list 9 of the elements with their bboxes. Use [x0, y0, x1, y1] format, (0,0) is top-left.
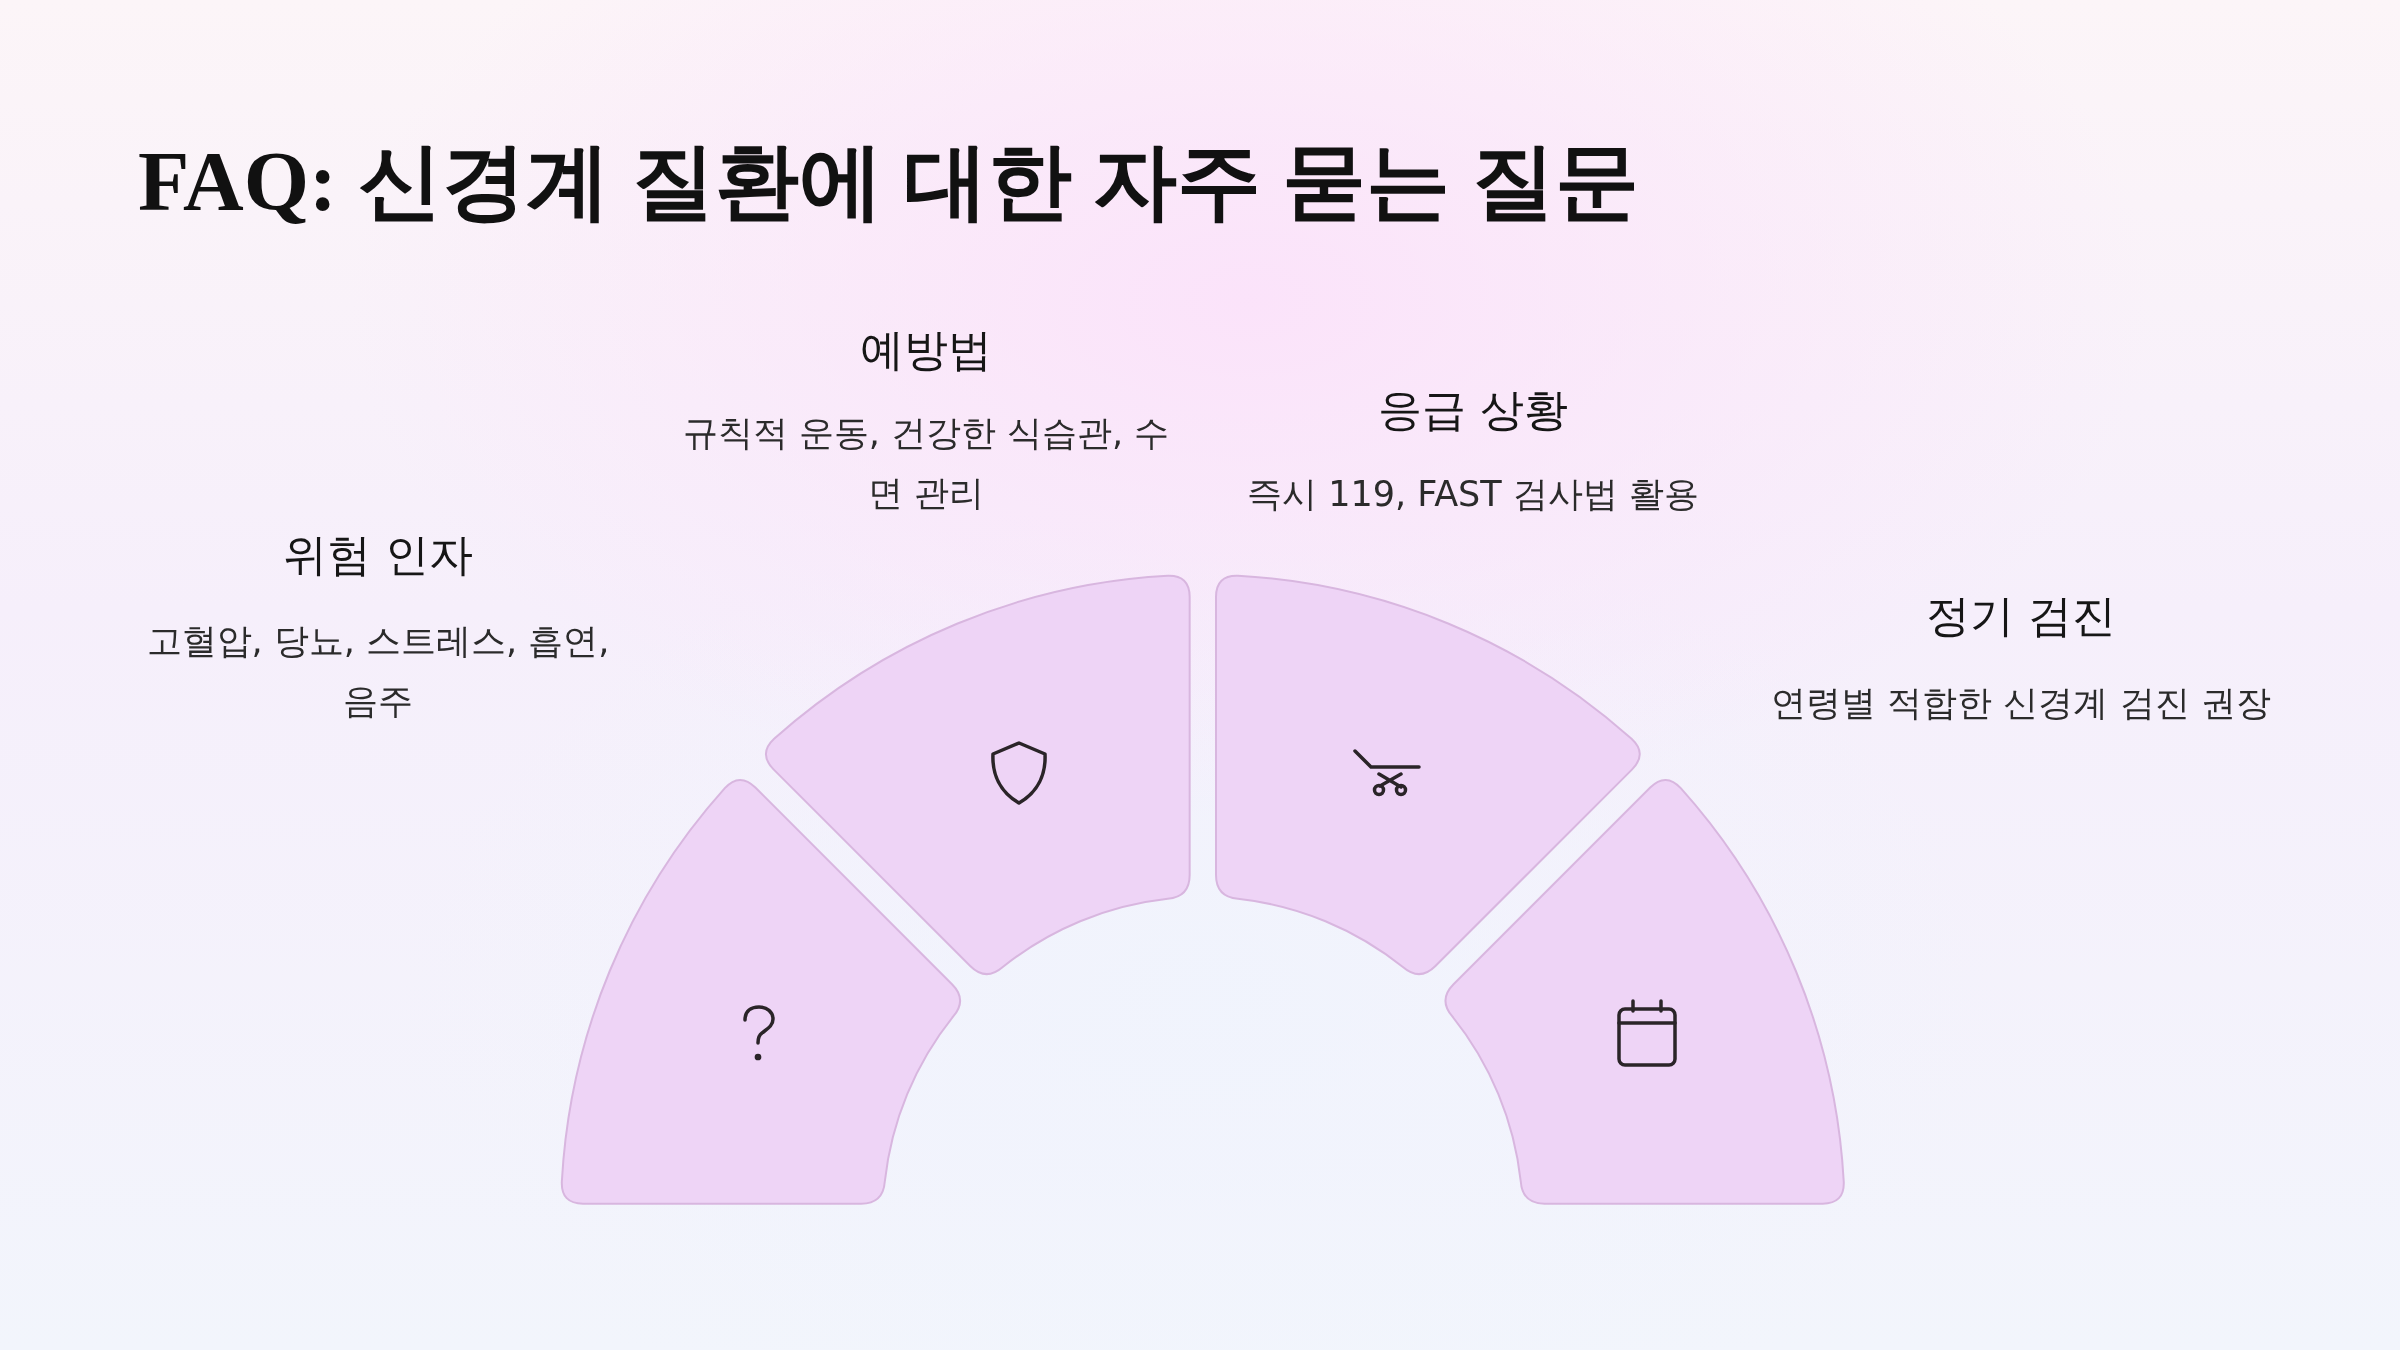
description: 연령별 적합한 신경계 검진 권장 [1770, 682, 2272, 725]
description: 규칙적 운동, 건강한 식습관, 수면 관리 [681, 412, 1171, 515]
heading: 예방법 [859, 324, 993, 376]
description: 고혈압, 당뇨, 스트레스, 흡연, 음주 [145, 620, 611, 723]
heading: 정기 검진 [1925, 590, 2117, 642]
title: FAQ: 신경계 질환에 대한 자주 묻는 질문 [138, 134, 1640, 230]
heading: 위험 인자 [282, 529, 474, 581]
heading: 응급 상황 [1377, 384, 1569, 436]
description: 즉시 119, FAST 검사법 활용 [1246, 473, 1700, 516]
